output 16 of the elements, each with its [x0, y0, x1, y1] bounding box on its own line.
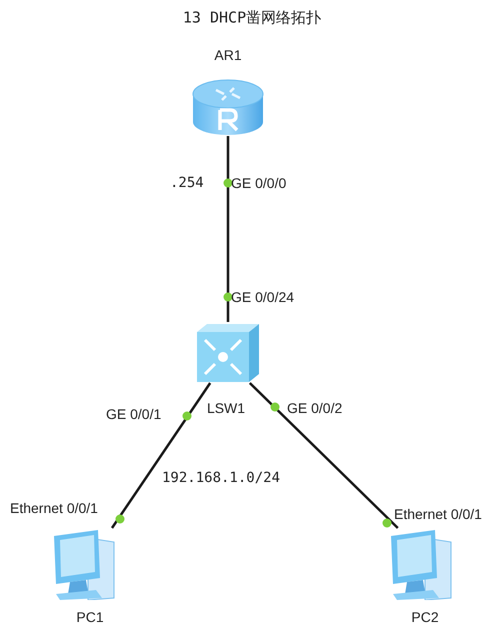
device-label: PC2: [411, 609, 439, 625]
device-label: AR1: [214, 47, 242, 63]
cable-line: [226, 136, 230, 322]
cable-line: [248, 382, 399, 529]
port-label: Ethernet 0/0/1: [394, 506, 482, 522]
device-label: PC1: [76, 609, 104, 625]
port-label: GE 0/0/2: [287, 400, 342, 416]
port-label: GE 0/0/0: [231, 175, 286, 191]
device-label: LSW1: [206, 400, 246, 416]
port-label: Ethernet 0/0/1: [10, 500, 98, 516]
ip-address-label: .254: [170, 175, 204, 191]
cable-line: [110, 382, 212, 529]
port-label: GE 0/0/24: [231, 289, 294, 305]
diagram-title: 13 DHCP凿网络拓扑: [182, 8, 322, 28]
subnet-label: 192.168.1.0/24: [162, 470, 280, 486]
port-label: GE 0/0/1: [106, 406, 162, 422]
